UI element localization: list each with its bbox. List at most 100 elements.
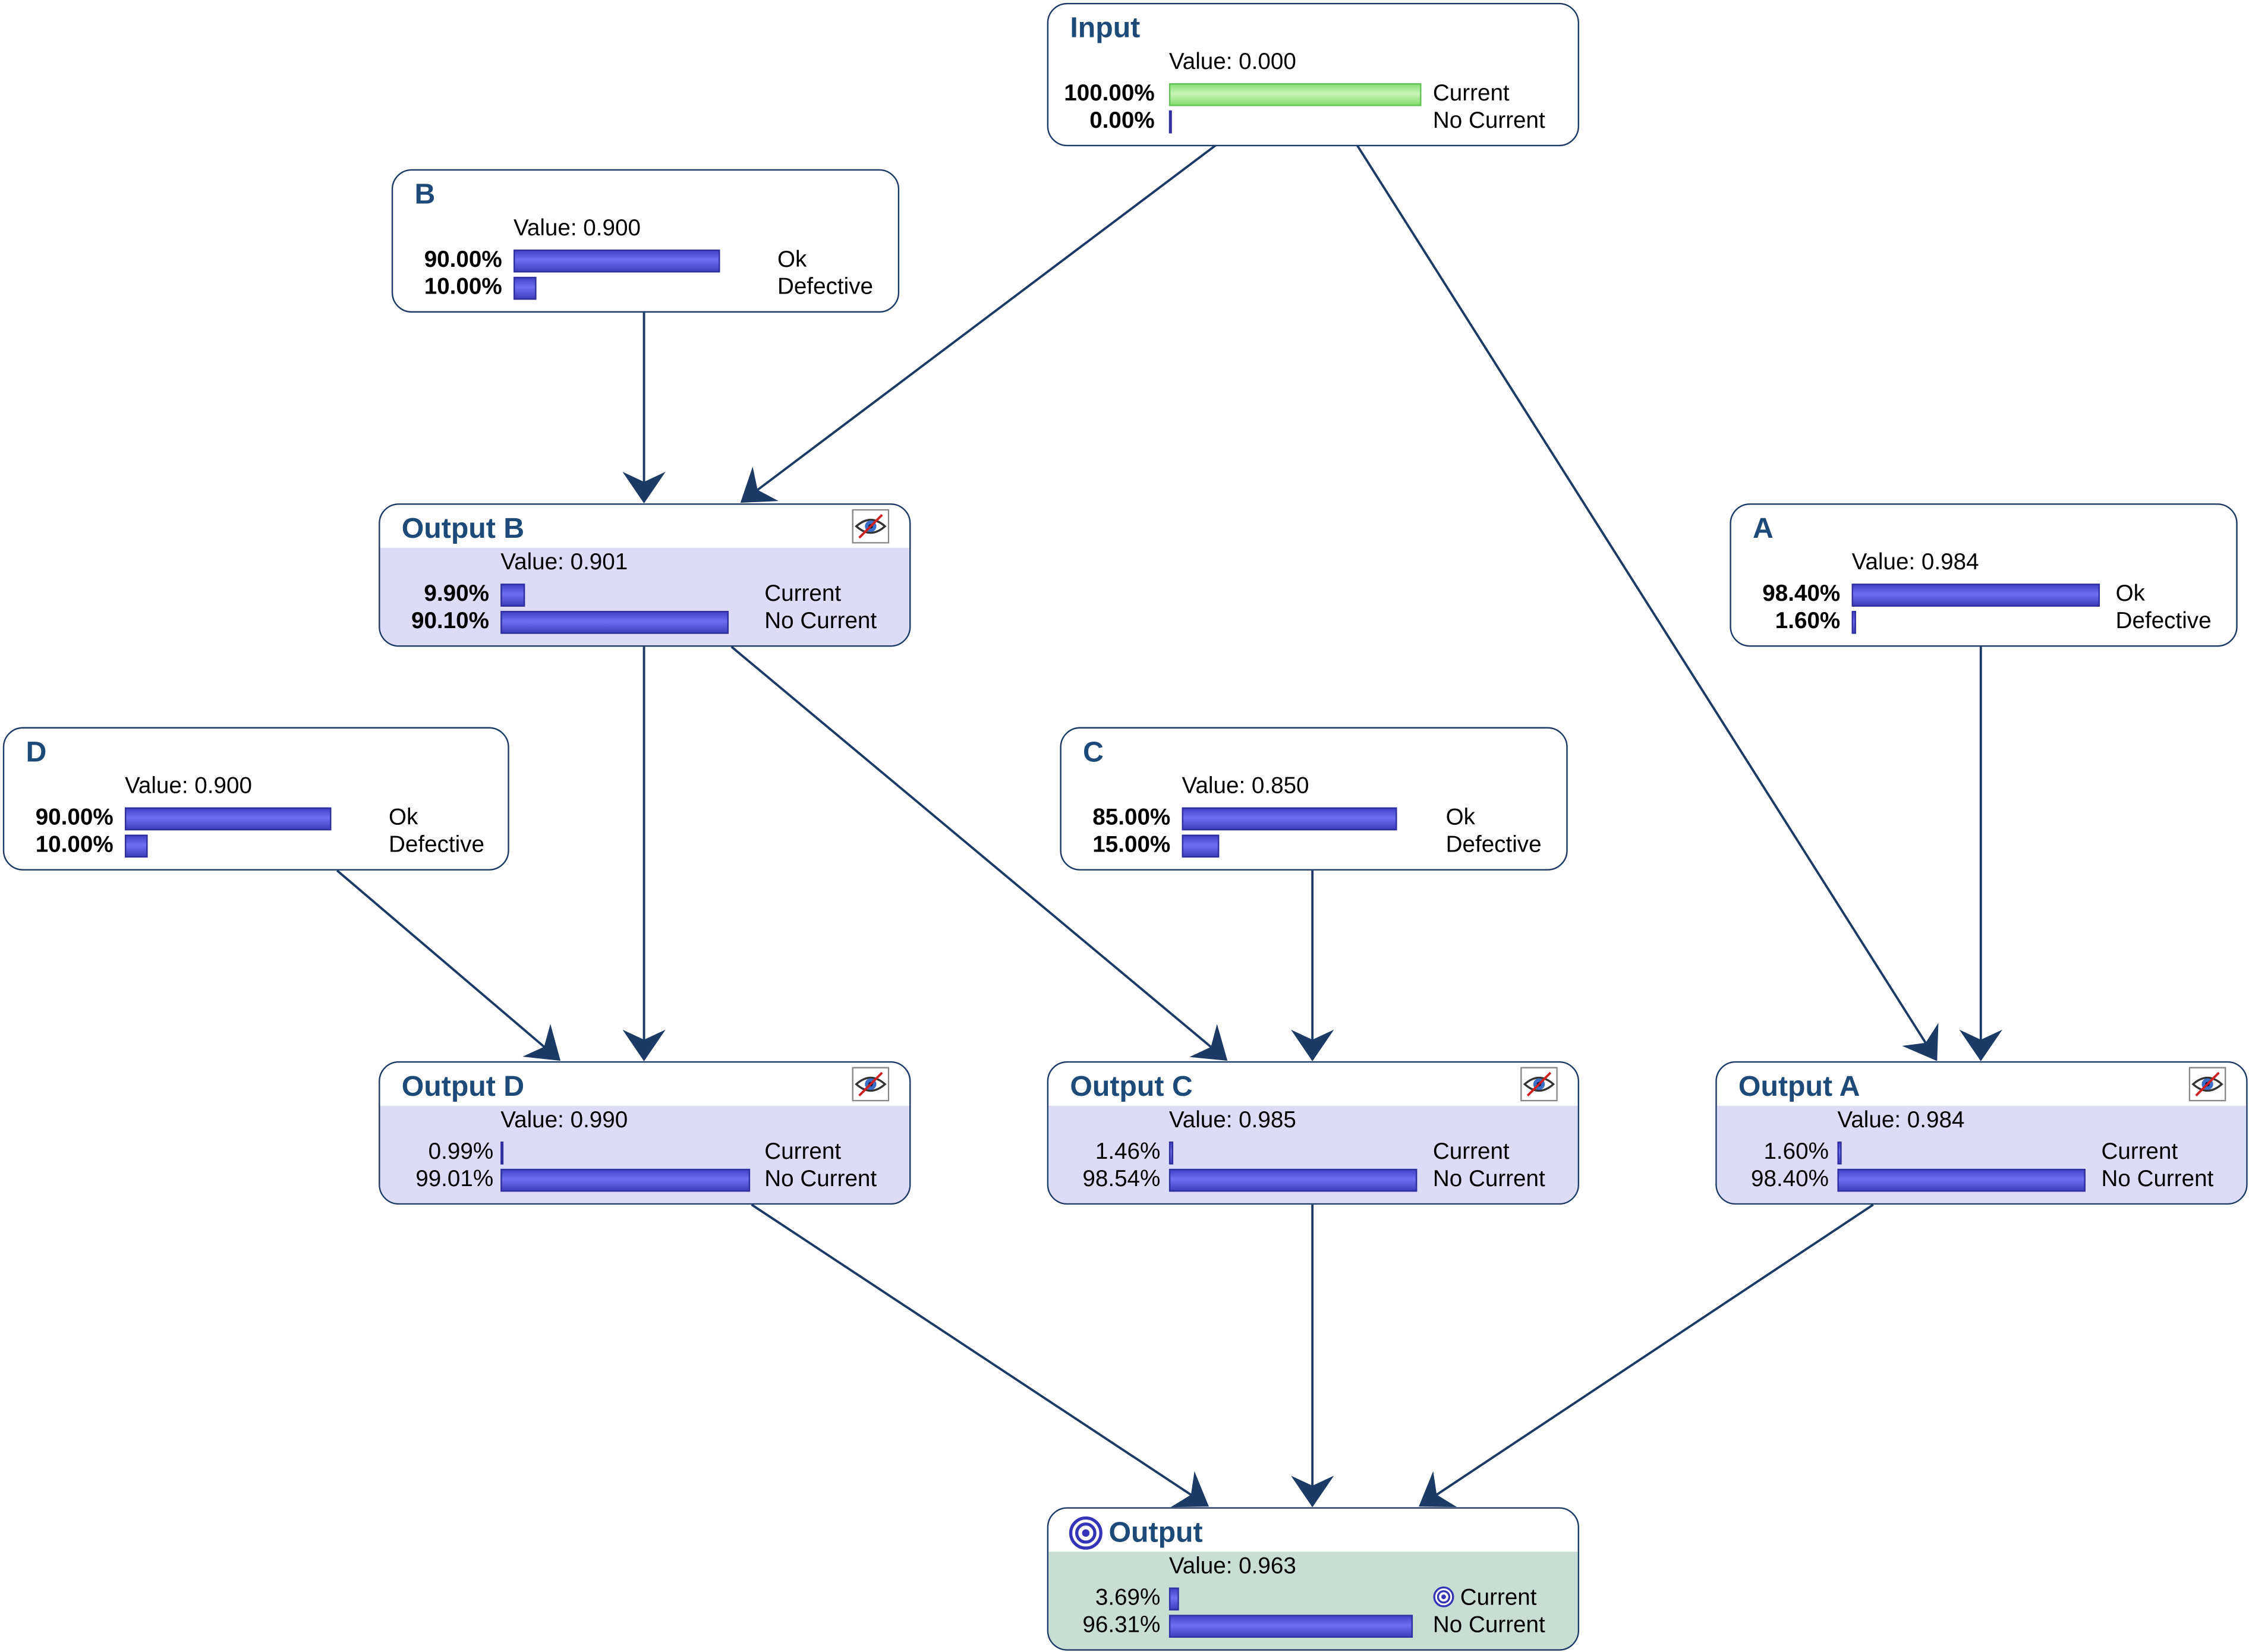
state-percent: 15.00% [1092,833,1171,858]
state-row[interactable]: 98.40% No Current [1717,1166,2247,1193]
eye-slash-icon[interactable] [1520,1067,1558,1108]
state-label: Current [1460,1586,1537,1611]
node-b[interactable]: B Value: 0.900 90.00% Ok 10.00% Defectiv… [391,169,900,313]
node-value: Value: 0.900 [513,216,641,241]
target-state-icon [1433,1586,1454,1615]
state-bar [500,1141,504,1165]
state-percent: 1.60% [1763,1140,1829,1165]
state-label-wrap: Current [1433,1585,1537,1615]
state-row[interactable]: 0.99% Current [380,1139,910,1166]
state-bar-track [500,584,753,607]
state-percent: 99.01% [415,1167,494,1192]
state-row[interactable]: 1.60% Defective [1731,608,2236,635]
state-bar-track [500,611,753,634]
state-percent: 98.40% [1762,582,1841,607]
state-row[interactable]: 99.01% No Current [380,1166,910,1193]
node-title: Output D [401,1071,525,1103]
state-bar-track [124,807,354,831]
node-title: Output B [401,513,525,546]
state-label: Current [764,582,842,607]
node-title: A [1753,513,1774,546]
state-row[interactable]: 15.00% Defective [1061,832,1566,859]
state-row[interactable]: 10.00% Defective [4,832,508,859]
node-d[interactable]: D Value: 0.900 90.00% Ok 10.00% Defectiv… [2,727,509,871]
state-bar [1851,584,2100,607]
state-label: Ok [389,806,418,831]
state-row[interactable]: 90.10% No Current [380,608,910,635]
state-row[interactable]: 90.00% Ok [393,247,897,274]
target-icon [1069,1516,1103,1558]
state-bar [124,834,148,858]
state-label: Ok [2115,582,2145,607]
node-input[interactable]: Input Value: 0.000 100.00% Current 0.00%… [1047,2,1580,147]
node-body: Value: 0.000 100.00% Current 0.00% No Cu… [1048,48,1578,145]
state-row[interactable]: 85.00% Ok [1061,805,1566,832]
state-bar-track [1168,1168,1422,1192]
node-output[interactable]: Output Value: 0.963 3.69% Current 96.31%… [1047,1507,1580,1651]
node-title: B [414,179,436,211]
node-value: Value: 0.900 [124,774,252,799]
state-bar-track [513,249,743,273]
state-row[interactable]: 9.90% Current [380,581,910,608]
state-percent: 1.60% [1775,609,1841,634]
state-label: Current [2101,1140,2178,1165]
eye-slash-icon[interactable] [852,1067,890,1108]
node-body: Value: 0.901 9.90% Current 90.10% No Cur… [380,547,910,645]
node-value: Value: 0.985 [1168,1108,1296,1133]
state-bar [1168,83,1422,106]
node-title: D [26,737,47,769]
node-value: Value: 0.990 [500,1108,628,1133]
state-bar-track [1182,807,1435,831]
state-percent: 85.00% [1092,806,1171,831]
node-body: Value: 0.900 90.00% Ok 10.00% Defective [393,214,897,311]
node-body: Value: 0.963 3.69% Current 96.31% No Cur… [1048,1552,1578,1650]
node-c[interactable]: C Value: 0.850 85.00% Ok 15.00% Defectiv… [1060,727,1568,871]
state-row[interactable]: 3.69% Current [1048,1585,1578,1612]
state-bar [1837,1141,1842,1165]
node-value: Value: 0.901 [500,550,628,575]
node-output-c[interactable]: Output C Value: 0.985 1.46% Current 98.5… [1047,1061,1580,1205]
state-bar [1182,834,1220,858]
state-bar-track [1168,1587,1422,1611]
node-output-b[interactable]: Output B Value: 0.901 9.90% Current 90.1… [379,503,911,647]
state-label: Defective [2115,609,2212,634]
state-label: Ok [1445,806,1475,831]
node-value: Value: 0.963 [1168,1555,1296,1580]
node-body: Value: 0.850 85.00% Ok 15.00% Defective [1061,771,1566,869]
state-row[interactable]: 98.40% Ok [1731,581,2236,608]
state-bar-track [1851,611,2105,634]
state-row[interactable]: 0.00% No Current [1048,108,1578,135]
node-title: C [1083,737,1104,769]
state-bar [513,276,537,300]
node-title: Output A [1738,1071,1860,1103]
eye-slash-icon[interactable] [852,509,890,551]
state-label: No Current [1432,1167,1545,1192]
state-bar [1851,611,1856,634]
state-row[interactable]: 98.54% No Current [1048,1166,1578,1193]
state-bar-track [500,1141,753,1165]
state-row[interactable]: 100.00% Current [1048,80,1578,108]
state-row[interactable]: 10.00% Defective [393,274,897,301]
state-percent: 10.00% [35,833,114,858]
state-row[interactable]: 1.60% Current [1717,1139,2247,1166]
state-row[interactable]: 90.00% Ok [4,805,508,832]
node-body: Value: 0.990 0.99% Current 99.01% No Cur… [380,1105,910,1203]
edge-output-a-to-output [1419,1203,1874,1508]
node-output-d[interactable]: Output D Value: 0.990 0.99% Current 99.0… [379,1061,911,1205]
eye-slash-icon[interactable] [2188,1067,2226,1108]
state-row[interactable]: 96.31% No Current [1048,1612,1578,1640]
state-label: No Current [2101,1167,2214,1192]
state-bar [1168,1141,1173,1165]
state-bar-track [1168,1615,1422,1638]
state-bar [500,584,526,607]
state-bar [500,611,728,634]
state-percent: 96.31% [1082,1613,1161,1638]
state-bar-track [500,1168,753,1192]
state-row[interactable]: 1.46% Current [1048,1139,1578,1166]
state-percent: 90.00% [35,806,114,831]
node-a[interactable]: A Value: 0.984 98.40% Ok 1.60% Defective [1730,503,2238,647]
state-bar-track [124,834,354,858]
node-output-a[interactable]: Output A Value: 0.984 1.60% Current 98.4… [1715,1061,2248,1205]
